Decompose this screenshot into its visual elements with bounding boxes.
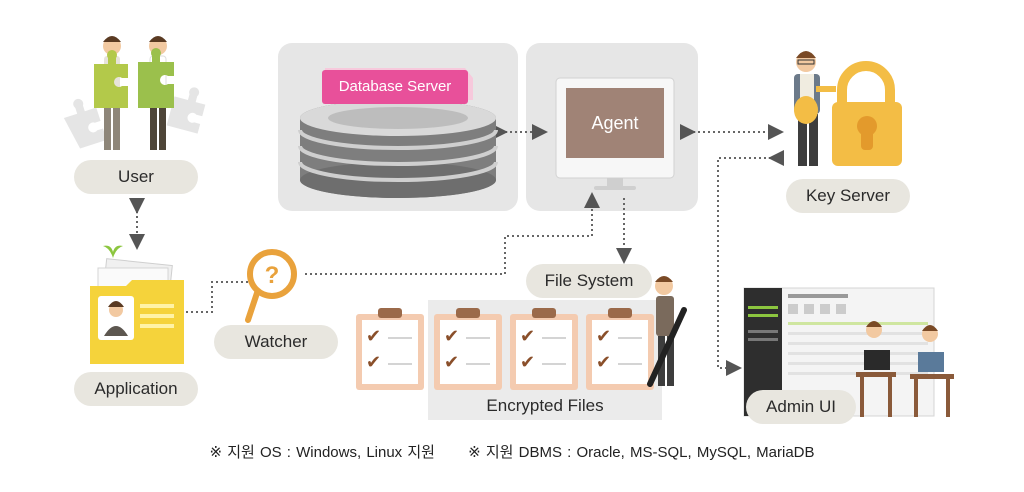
monitor-icon: [555, 77, 675, 190]
user-label: User: [74, 160, 198, 194]
svg-text:✔: ✔: [520, 352, 535, 373]
svg-text:✔: ✔: [520, 326, 535, 347]
clipboard-4: ✔ ✔: [586, 308, 654, 390]
pen-person-icon: [647, 276, 687, 387]
svg-text:✔: ✔: [596, 352, 611, 373]
svg-text:?: ?: [265, 262, 280, 289]
encrypted-files-label: Encrypted Files: [486, 396, 604, 415]
svg-text:✔: ✔: [366, 326, 381, 347]
clipboard-2: ✔ ✔: [434, 308, 502, 390]
dbms-support-note: ※ 지원 DBMS : Oracle, MS-SQL, MySQL, Maria…: [468, 444, 815, 461]
clipboard-3: ✔ ✔: [510, 308, 578, 390]
watcher-label: Watcher: [214, 325, 338, 359]
svg-text:✔: ✔: [444, 352, 459, 373]
checklist-clipboard-icon: ✔ ✔ ✔ ✔ ✔ ✔ ✔ ✔: [356, 308, 654, 390]
support-footer: ※ 지원 OS : Windows, Linux 지원 ※ 지원 DBMS : …: [0, 441, 1024, 462]
svg-text:✔: ✔: [366, 352, 381, 373]
agent-label: Agent: [591, 113, 639, 133]
app-watcher-connector: [186, 281, 250, 313]
folder-id-card-icon: [90, 245, 184, 364]
database-server-label: Database Server: [338, 78, 452, 95]
admin-ui-label: Admin UI: [746, 390, 856, 424]
padlock-icon: [832, 61, 902, 166]
application-label: Application: [74, 372, 198, 406]
clipboard-1: ✔ ✔: [356, 308, 424, 390]
os-support-note: ※ 지원 OS : Windows, Linux 지원: [209, 444, 435, 461]
magnifier-question-icon: ?: [245, 249, 297, 323]
admin-keyserver-connector: [717, 150, 784, 376]
file-system-label: File System: [526, 264, 652, 298]
svg-text:✔: ✔: [596, 326, 611, 347]
disk-stack-icon: [298, 68, 498, 198]
connectors: [129, 124, 784, 376]
key-server-label: Key Server: [786, 179, 910, 213]
watcher-agent-connector: [305, 192, 600, 275]
svg-text:✔: ✔: [444, 326, 459, 347]
key-server-person: [794, 51, 836, 166]
people-puzzle-icon: [63, 36, 206, 150]
